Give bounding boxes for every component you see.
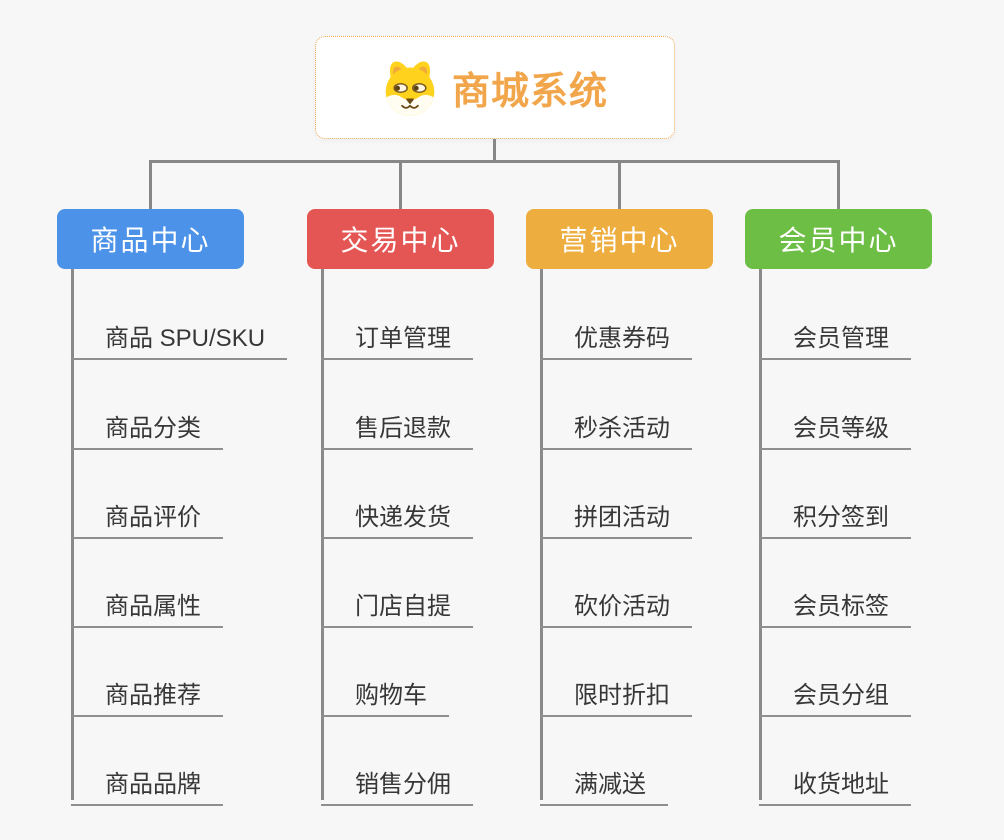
connector-horizontal-bar	[149, 160, 840, 163]
leaf-node[interactable]: 门店自提	[321, 575, 473, 628]
leaf-node[interactable]: 购物车	[321, 664, 449, 717]
leaf-node[interactable]: 拼团活动	[540, 486, 692, 539]
connector-drop	[399, 160, 402, 210]
branch-node-product-center[interactable]: 商品中心	[57, 209, 244, 269]
leaf-node[interactable]: 会员分组	[759, 664, 911, 717]
leaf-node[interactable]: 积分签到	[759, 486, 911, 539]
branch-spine	[321, 269, 324, 800]
connector-drop	[837, 160, 840, 210]
leaf-node[interactable]: 砍价活动	[540, 575, 692, 628]
leaf-node[interactable]: 收货地址	[759, 753, 911, 806]
leaf-node[interactable]: 销售分佣	[321, 753, 473, 806]
leaf-node[interactable]: 商品推荐	[71, 664, 223, 717]
leaf-node[interactable]: 会员管理	[759, 307, 911, 360]
leaf-node[interactable]: 快递发货	[321, 486, 473, 539]
leaf-node[interactable]: 限时折扣	[540, 664, 692, 717]
leaf-node[interactable]: 订单管理	[321, 307, 473, 360]
leaf-node[interactable]: 满减送	[540, 753, 668, 806]
connector-root-stem	[493, 139, 496, 163]
leaf-node[interactable]: 商品属性	[71, 575, 223, 628]
leaf-node[interactable]: 商品品牌	[71, 753, 223, 806]
shiba-dog-icon	[382, 58, 438, 118]
leaf-node[interactable]: 商品分类	[71, 397, 223, 450]
branch-node-trade-center[interactable]: 交易中心	[307, 209, 494, 269]
branch-spine	[71, 269, 74, 800]
branch-node-marketing-center[interactable]: 营销中心	[526, 209, 713, 269]
leaf-node[interactable]: 优惠券码	[540, 307, 692, 360]
leaf-node[interactable]: 会员等级	[759, 397, 911, 450]
branch-spine	[759, 269, 762, 800]
root-title: 商城系统	[451, 71, 608, 113]
leaf-node[interactable]: 商品 SPU/SKU	[71, 307, 288, 360]
connector-drop	[618, 160, 621, 210]
leaf-node[interactable]: 商品评价	[71, 486, 223, 539]
root-node[interactable]: 商城系统	[315, 36, 675, 139]
leaf-node[interactable]: 售后退款	[321, 397, 473, 450]
leaf-node[interactable]: 会员标签	[759, 575, 911, 628]
branch-node-member-center[interactable]: 会员中心	[745, 209, 932, 269]
leaf-node[interactable]: 秒杀活动	[540, 397, 692, 450]
branch-spine	[540, 269, 543, 800]
connector-drop	[149, 160, 152, 210]
